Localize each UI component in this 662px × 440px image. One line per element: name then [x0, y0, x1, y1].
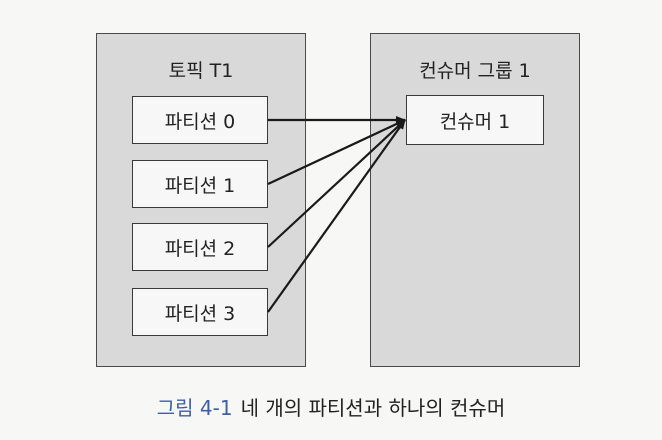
figure-caption: 그림 4-1 네 개의 파티션과 하나의 컨슈머 — [0, 392, 662, 421]
partition-0: 파티션 0 — [132, 96, 268, 144]
topic-title: 토픽 T1 — [168, 60, 234, 82]
figure-caption-text: 네 개의 파티션과 하나의 컨슈머 — [240, 396, 506, 420]
partition-2: 파티션 2 — [132, 223, 268, 271]
partition-1: 파티션 1 — [132, 160, 268, 208]
partition-3: 파티션 3 — [132, 288, 268, 336]
consumer-group-title: 컨슈머 그룹 1 — [419, 60, 531, 82]
consumer-group-box: 컨슈머 그룹 1 — [370, 33, 580, 367]
consumer-1: 컨슈머 1 — [406, 95, 544, 145]
figure-label: 그림 4-1 — [156, 396, 233, 420]
